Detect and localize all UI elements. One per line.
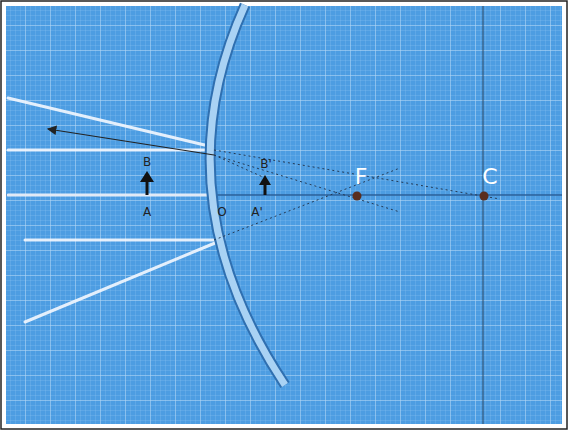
principal-axis [6, 194, 562, 196]
point-label: F [355, 166, 368, 188]
image-arrowhead [259, 175, 271, 185]
grid-paper [6, 6, 562, 424]
grid-lines [6, 6, 562, 424]
convex-mirror [210, 5, 285, 385]
point-label: O [217, 206, 226, 218]
point-label: B [143, 156, 151, 168]
light-rays [8, 98, 215, 322]
object-arrowhead [140, 171, 154, 182]
construction-lines [214, 150, 500, 240]
point-label: B' [260, 158, 272, 170]
point-label: A' [251, 206, 263, 218]
focus-dot [353, 192, 362, 201]
point-label: C [482, 166, 497, 188]
point-label: A [143, 206, 151, 218]
reflected-ray [48, 129, 214, 155]
center-dot [480, 192, 489, 201]
mirror-surface [210, 5, 285, 385]
object-arrow [146, 180, 149, 195]
vertical-line [483, 6, 484, 424]
